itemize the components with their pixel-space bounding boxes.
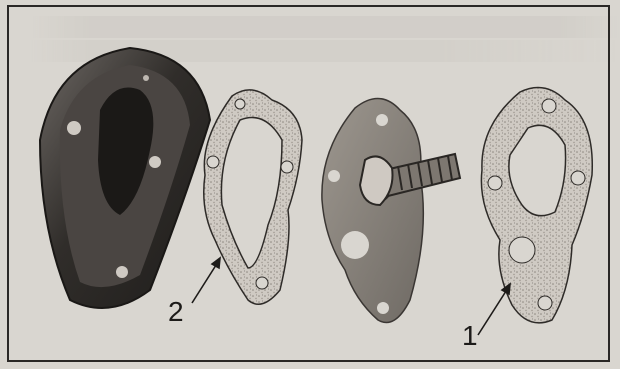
gasket-icon xyxy=(481,88,592,323)
part-label-2: 2 xyxy=(168,296,184,328)
gasket-icon xyxy=(204,90,302,304)
part-label-1: 1 xyxy=(462,320,478,352)
diaphragm-plate-icon xyxy=(322,98,460,322)
pump-cover-icon xyxy=(40,48,210,308)
